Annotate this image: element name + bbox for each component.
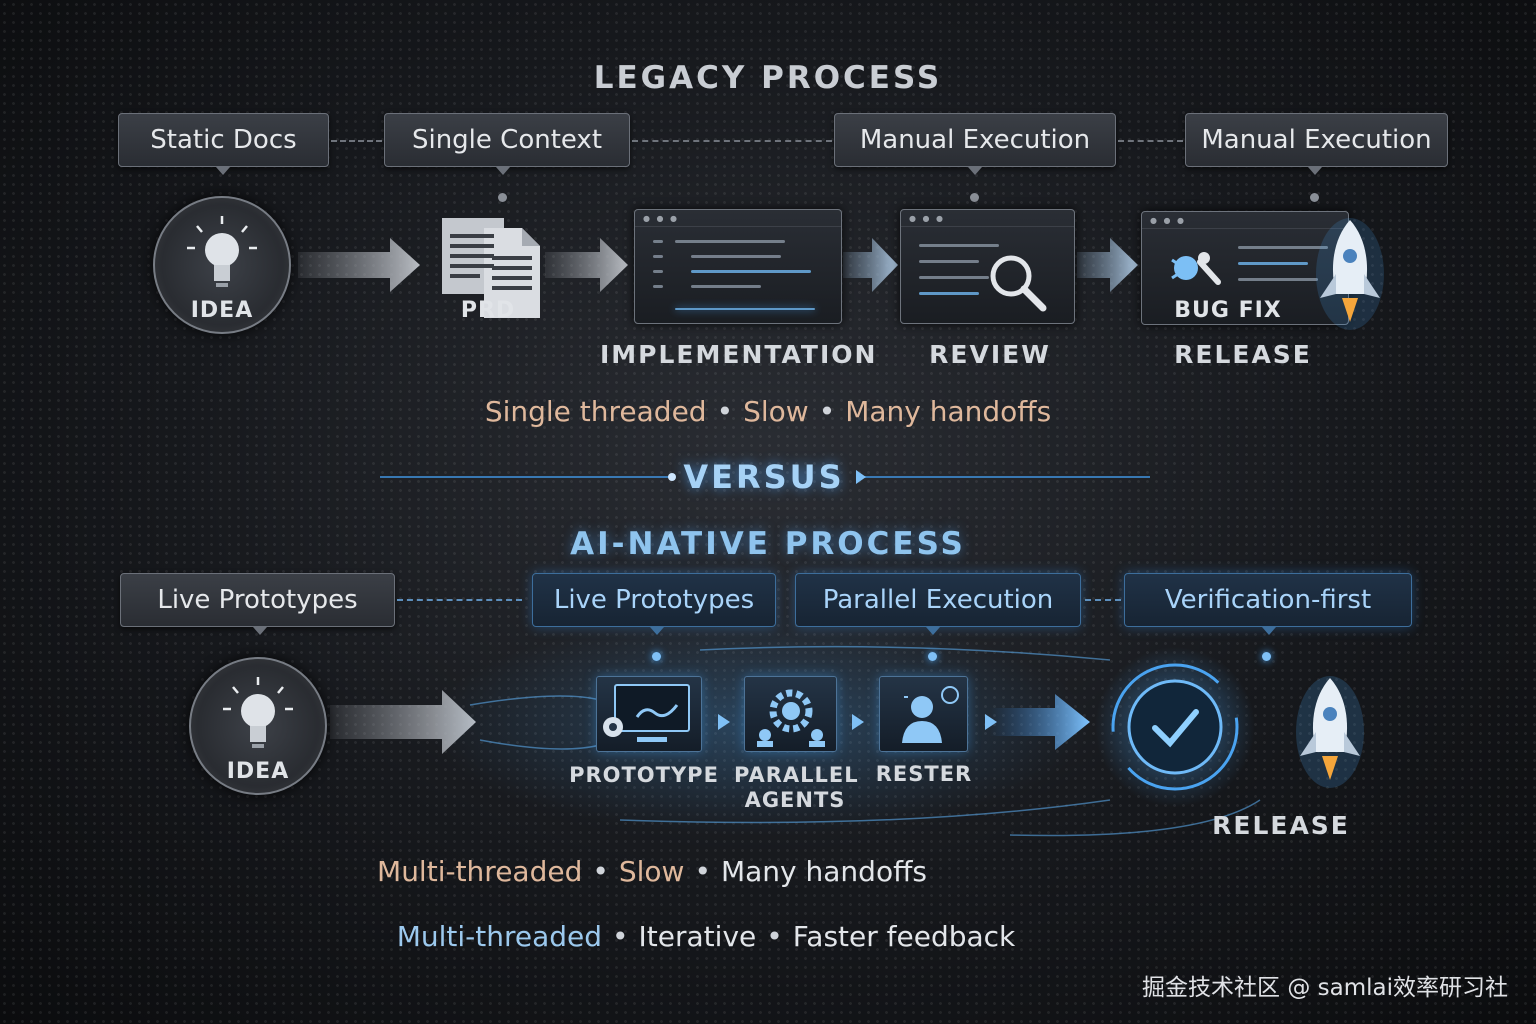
label-static-docs: Static Docs xyxy=(118,113,329,167)
review-window: ● ● ● xyxy=(900,209,1075,324)
document-icon xyxy=(442,218,540,318)
label-manual-execution-2: Manual Execution xyxy=(1185,113,1448,167)
label-pointer xyxy=(216,167,230,175)
dashed-connector xyxy=(632,140,832,142)
anchor-dot xyxy=(652,652,661,661)
lightbulb-icon xyxy=(223,677,293,748)
versus-label: VERSUS xyxy=(683,458,845,496)
label-manual-execution-1: Manual Execution xyxy=(834,113,1116,167)
label-parallel-execution: Parallel Execution xyxy=(795,573,1081,627)
arrow-idea-to-prd xyxy=(298,238,420,292)
gear-icon xyxy=(757,689,825,747)
parallel-agents-box xyxy=(744,676,837,752)
ai-native-process-title: AI-NATIVE PROCESS xyxy=(570,526,966,562)
label-pointer xyxy=(253,627,267,635)
anchor-dot xyxy=(498,193,507,202)
anchor-dot xyxy=(928,652,937,661)
stage-rester: RESTER xyxy=(875,762,973,786)
arrow-ai-to-release xyxy=(990,694,1090,750)
prd-label: PRD xyxy=(460,298,516,323)
anchor-dot xyxy=(1262,652,1271,661)
rocket-icon xyxy=(1316,218,1384,330)
idea-label-legacy: IDEA xyxy=(190,298,254,323)
idea-label-ai: IDEA xyxy=(226,759,290,784)
label-verification-first: Verification-first xyxy=(1124,573,1412,627)
label-live-prototypes-2: Live Prototypes xyxy=(532,573,776,627)
stage-parallel-agents: PARALLEL AGENTS xyxy=(734,763,859,812)
dashed-connector xyxy=(1085,599,1121,601)
checkmark-cycle-icon xyxy=(1095,647,1255,807)
ai-tagline-1: Multi-threaded•Slow•Many handoffs xyxy=(377,855,927,888)
idea-node-ai xyxy=(189,657,327,795)
lightbulb-icon xyxy=(187,216,257,287)
label-pointer xyxy=(968,167,982,175)
bug-fix-label: BUG FIX xyxy=(1174,298,1282,323)
label-pointer xyxy=(650,627,664,635)
stage-implementation: IMPLEMENTATION xyxy=(600,340,878,369)
rester-box xyxy=(879,676,968,752)
legacy-tagline: Single threaded•Slow•Many handoffs xyxy=(484,395,1052,428)
ai-tagline-2: Multi-threaded•Iterative•Faster feedback xyxy=(396,920,1016,953)
code-window-icon: ● ● ● xyxy=(634,209,842,324)
label-pointer xyxy=(1308,167,1322,175)
prototype-screen-icon xyxy=(603,684,690,742)
label-single-context: Single Context xyxy=(384,113,630,167)
anchor-dot xyxy=(970,193,979,202)
magnifier-icon xyxy=(990,255,1047,312)
label-live-prototypes-1: Live Prototypes xyxy=(120,573,395,627)
gear-icon xyxy=(603,717,623,737)
arrow-impl-to-review xyxy=(843,238,898,292)
stage-review: REVIEW xyxy=(929,340,1051,369)
dashed-connector xyxy=(397,599,522,601)
label-pointer xyxy=(926,627,940,635)
bug-fix-window: ● ● ● xyxy=(1141,211,1349,325)
idea-node-legacy xyxy=(153,196,291,334)
arrow-prd-to-impl xyxy=(545,238,628,292)
label-pointer xyxy=(1262,627,1276,635)
person-icon xyxy=(902,686,959,743)
stage-release-legacy: RELEASE xyxy=(1174,340,1312,369)
anchor-dot xyxy=(1310,193,1319,202)
bug-wrench-icon xyxy=(1171,252,1221,285)
stage-release-ai: RELEASE xyxy=(1212,811,1350,840)
prototype-box xyxy=(596,676,702,752)
legacy-process-title: LEGACY PROCESS xyxy=(593,60,943,96)
watermark: 掘金技术社区 @ samlai效率研习社 xyxy=(1142,975,1508,1001)
label-pointer xyxy=(496,167,510,175)
arrow-review-to-bugfix xyxy=(1077,238,1138,292)
dashed-connector xyxy=(331,140,382,142)
dashed-connector xyxy=(1118,140,1183,142)
stage-prototype: PROTOTYPE xyxy=(569,763,719,787)
rocket-icon xyxy=(1296,676,1364,788)
